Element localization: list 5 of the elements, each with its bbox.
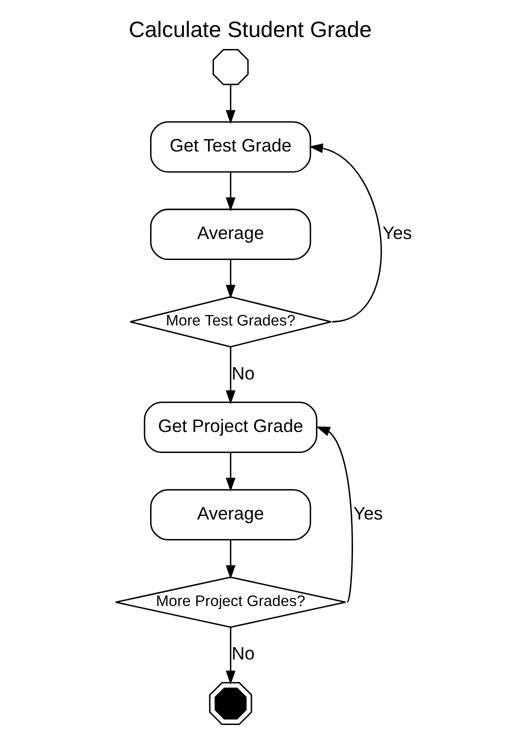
- edge-label: No: [232, 644, 255, 664]
- edge-label: Yes: [353, 503, 383, 524]
- diagram-title: Calculate Student Grade: [128, 16, 372, 42]
- edge-label: Yes: [382, 223, 412, 244]
- edge-label: No: [232, 363, 255, 384]
